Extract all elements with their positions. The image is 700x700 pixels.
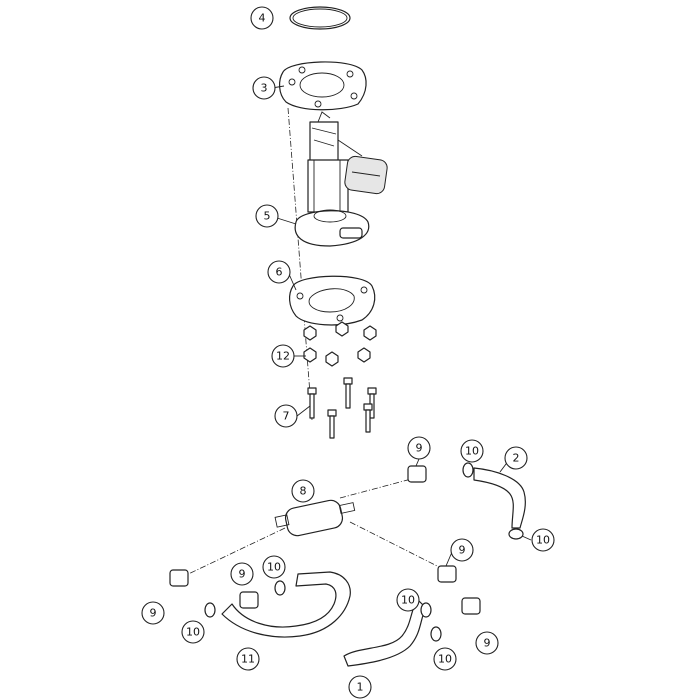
- callout-10-mid-left: 10: [262, 555, 286, 579]
- callout-5: 5: [255, 204, 279, 228]
- callout-8: 8: [291, 479, 315, 503]
- callout-10-top: 10: [460, 439, 484, 463]
- callout-10-bottom-label: 10: [438, 653, 452, 666]
- callout-6-label: 6: [276, 266, 283, 279]
- callout-3-label: 3: [261, 82, 268, 95]
- assembly-axis-line-left: [179, 527, 286, 579]
- callout-10-right-label: 10: [536, 534, 550, 547]
- callout-5-label: 5: [264, 210, 271, 223]
- callout-10-mid-left-label: 10: [267, 561, 281, 574]
- screws: [307, 377, 377, 439]
- callout-8-label: 8: [300, 485, 307, 498]
- callout-9-right: 9: [450, 538, 474, 562]
- callout-1-label: 1: [357, 681, 364, 694]
- callout-6: 6: [267, 260, 291, 284]
- callout-11: 11: [236, 647, 260, 671]
- fuel-pump-assembly: [294, 111, 388, 247]
- callout-10-top-label: 10: [465, 445, 479, 458]
- callout-10-bottom-mid: 10: [396, 588, 420, 612]
- callout-12-label: 12: [276, 350, 290, 363]
- assembly-axis-line-right: [349, 521, 446, 571]
- callout-4: 4: [250, 6, 274, 30]
- gasket-lower: [289, 275, 376, 326]
- assembly-axis-pump: [287, 107, 313, 421]
- quick-connectors: [169, 465, 481, 615]
- callout-7: 7: [274, 404, 298, 428]
- callout-9-bottom-right: 9: [475, 631, 499, 655]
- gasket-upper: [279, 61, 367, 111]
- fuel-hose-left: [221, 571, 351, 638]
- hose-clamps: [204, 462, 524, 642]
- callout-3: 3: [252, 76, 276, 100]
- callout-9-bottom-right-label: 9: [484, 637, 491, 650]
- callout-9-left: 9: [141, 601, 165, 625]
- callout-10-left-label: 10: [186, 626, 200, 639]
- callout-9-mid-left-label: 9: [239, 568, 246, 581]
- callout-7-label: 7: [283, 410, 290, 423]
- callout-10-right: 10: [531, 528, 555, 552]
- fuel-hose-right: [473, 467, 526, 529]
- callout-10-left: 10: [181, 620, 205, 644]
- callout-4-label: 4: [259, 12, 266, 25]
- callout-9-left-label: 9: [150, 607, 157, 620]
- callout-12: 12: [271, 344, 295, 368]
- callout-9-right-label: 9: [459, 544, 466, 557]
- o-ring: [289, 6, 351, 30]
- assembly-axis-line-top: [339, 477, 416, 499]
- callout-2-label: 2: [513, 452, 520, 465]
- callout-10-bottom: 10: [433, 647, 457, 671]
- callout-9-top-label: 9: [416, 442, 423, 455]
- callout-9-top: 9: [407, 436, 431, 460]
- callout-9-mid-left: 9: [230, 562, 254, 586]
- callout-2: 2: [504, 446, 528, 470]
- callout-11-label: 11: [241, 653, 255, 666]
- fuel-filter: [274, 499, 356, 537]
- callout-10-bottom-mid-label: 10: [401, 594, 415, 607]
- callout-1: 1: [348, 675, 372, 699]
- nuts: [303, 321, 377, 367]
